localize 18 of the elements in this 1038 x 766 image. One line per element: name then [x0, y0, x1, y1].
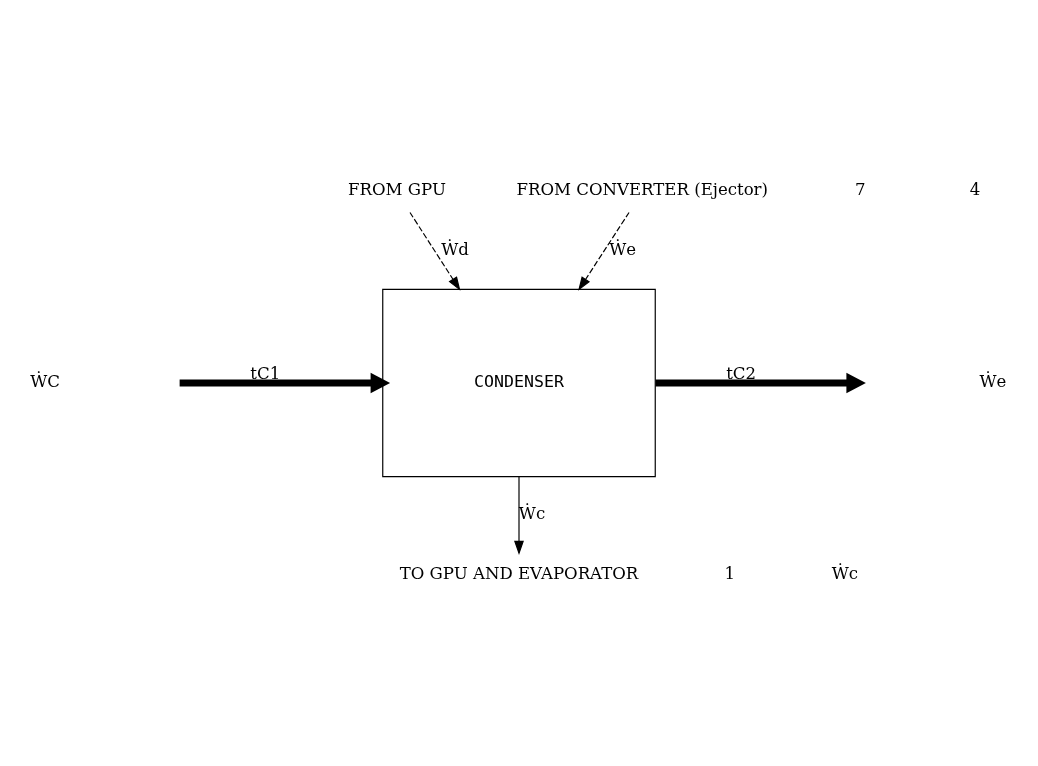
- label: 4: [969, 180, 981, 200]
- label: 1: [724, 564, 736, 584]
- node-box: CONDENSER: [382, 288, 656, 478]
- label: Ẇc: [831, 564, 858, 584]
- edge-label: tC2: [726, 363, 757, 383]
- node-text: TO GPU AND EVAPORATOR: [399, 564, 639, 584]
- edge-label: tC1: [250, 363, 281, 383]
- label: 7: [854, 180, 866, 200]
- label: ẆC: [30, 372, 60, 392]
- node-text: FROM CONVERTER (Ejector): [516, 180, 769, 200]
- arrow: [409, 211, 461, 291]
- arrow: [578, 211, 630, 291]
- node-text: FROM GPU: [348, 180, 446, 200]
- edge-label: Ẇd: [441, 240, 469, 260]
- arrow: [514, 476, 524, 556]
- edge-label: Ẇe: [609, 240, 637, 260]
- label: Ẇe: [979, 372, 1007, 392]
- arrow: [179, 372, 391, 394]
